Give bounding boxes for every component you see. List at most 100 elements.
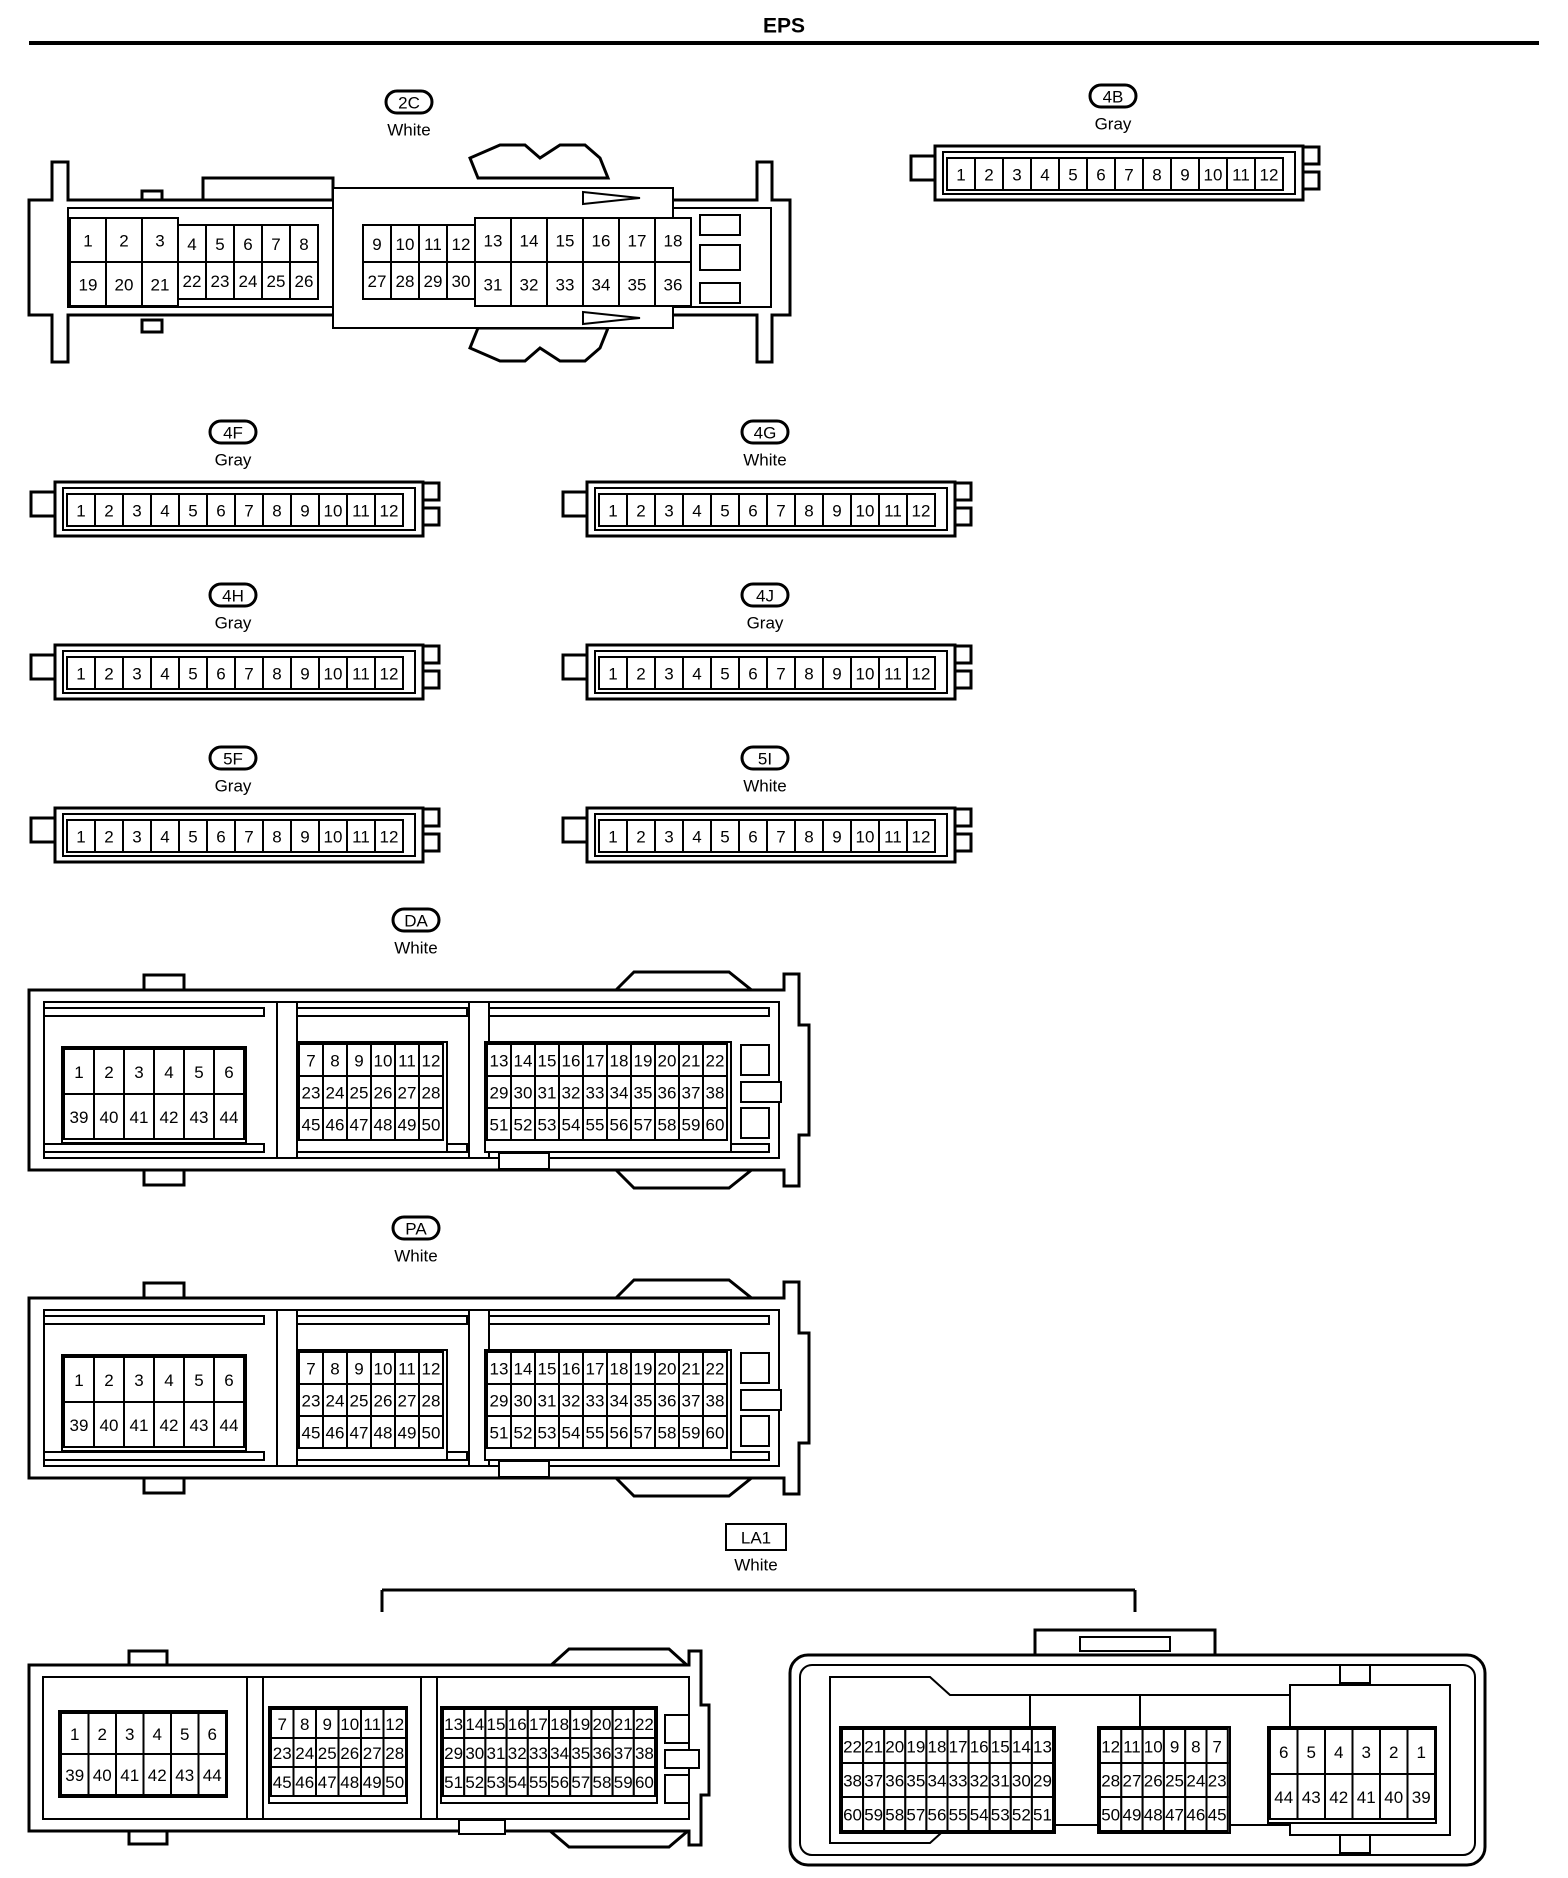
page-title: EPS <box>763 15 805 38</box>
latch <box>29 816 59 844</box>
pin-number: 31 <box>538 1392 557 1411</box>
pin-number: 57 <box>906 1806 925 1825</box>
pin-number: 32 <box>562 1084 581 1103</box>
pin-cell <box>122 819 152 853</box>
pin-cell <box>105 261 143 307</box>
connector-rib <box>488 1007 770 1017</box>
pin-number: 8 <box>272 665 281 684</box>
pin-number: 26 <box>374 1084 393 1103</box>
pin-cell <box>654 493 684 527</box>
pin-number: 26 <box>374 1392 393 1411</box>
connector-rib <box>43 1451 265 1461</box>
pin-number: 60 <box>635 1773 654 1792</box>
pin-cell <box>382 1766 407 1797</box>
pin-number: 14 <box>514 1052 533 1071</box>
pin-number: 25 <box>318 1744 337 1763</box>
pin-number: 13 <box>484 232 503 251</box>
pin-cell <box>582 1107 608 1141</box>
pin-number: 49 <box>398 1424 417 1443</box>
pin-cell <box>69 261 107 307</box>
connector-slot <box>699 214 741 236</box>
pin-cell <box>262 819 292 853</box>
connector-rib <box>296 1315 468 1325</box>
connector-rib <box>1079 1636 1171 1652</box>
pin-number: 47 <box>1165 1806 1184 1825</box>
pin-number: 8 <box>330 1052 339 1071</box>
pin-number: 6 <box>1096 166 1105 185</box>
connector-color: White <box>387 121 430 140</box>
pin-cell <box>906 656 936 690</box>
pin-number: 9 <box>300 502 309 521</box>
pin-number: 22 <box>706 1052 725 1071</box>
pin-number: 9 <box>832 665 841 684</box>
pin-number: 16 <box>562 1360 581 1379</box>
pin-number: 57 <box>571 1773 590 1792</box>
pin-number: 3 <box>125 1725 134 1744</box>
pin-cell <box>1226 157 1256 191</box>
pin-number: 5 <box>720 502 729 521</box>
pin-number: 56 <box>550 1773 569 1792</box>
pin-number: 37 <box>682 1084 701 1103</box>
connector-divider <box>276 1001 298 1159</box>
pin-number: 24 <box>326 1392 345 1411</box>
latch <box>421 644 441 665</box>
pin-number: 58 <box>885 1806 904 1825</box>
pin-number: 27 <box>1122 1772 1141 1791</box>
pin-number: 2 <box>104 665 113 684</box>
pin-cell <box>702 1107 728 1141</box>
pin-number: 49 <box>363 1773 382 1792</box>
pin-cell <box>710 819 740 853</box>
pin-number: 49 <box>1122 1806 1141 1825</box>
pin-cell <box>298 1415 324 1449</box>
pin-number: 6 <box>748 828 757 847</box>
pin-number: 4 <box>153 1725 162 1744</box>
pin-number: 11 <box>1232 166 1250 185</box>
pin-number: 47 <box>350 1424 369 1443</box>
connector-color: White <box>394 1247 437 1266</box>
pin-number: 5 <box>188 665 197 684</box>
connector-rib <box>1339 1834 1371 1854</box>
pin-number: 10 <box>340 1715 359 1734</box>
pin-cell <box>654 1075 680 1109</box>
pin-number: 51 <box>1033 1806 1052 1825</box>
pin-number: 45 <box>273 1773 292 1792</box>
pin-number: 2 <box>984 166 993 185</box>
pin-number: 4 <box>1334 1743 1343 1762</box>
pin-number: 4 <box>164 1371 173 1390</box>
connector-code-box <box>725 1523 787 1551</box>
pin-number: 29 <box>490 1084 509 1103</box>
pin-number: 22 <box>635 1715 654 1734</box>
pin-cell <box>346 819 376 853</box>
pin-number: 11 <box>352 502 370 521</box>
pin-number: 26 <box>340 1744 359 1763</box>
pin-number: 31 <box>991 1772 1010 1791</box>
pin-number: 15 <box>538 1052 557 1071</box>
pin-number: 54 <box>508 1773 527 1792</box>
pin-number: 2 <box>636 502 645 521</box>
pin-number: 2 <box>636 828 645 847</box>
pin-number: 57 <box>634 1116 653 1135</box>
pin-number: 15 <box>556 232 575 251</box>
pin-number: 55 <box>586 1116 605 1135</box>
pin-number: 35 <box>628 276 647 295</box>
pin-cell <box>738 493 768 527</box>
pin-cell <box>1002 157 1032 191</box>
pin-number: 7 <box>278 1715 287 1734</box>
pin-cell <box>322 1107 348 1141</box>
pin-number: 8 <box>1152 166 1161 185</box>
pin-number: 50 <box>422 1424 441 1443</box>
pin-cell <box>322 1415 348 1449</box>
latch <box>29 490 59 518</box>
pin-number: 15 <box>991 1738 1010 1757</box>
pin-cell <box>794 656 824 690</box>
connector-code: 4G <box>754 424 777 443</box>
pin-number: 8 <box>300 1715 309 1734</box>
connector-slot <box>740 1352 770 1384</box>
pin-number: 24 <box>1186 1772 1205 1791</box>
pin-number: 42 <box>1329 1788 1348 1807</box>
pin-number: 54 <box>562 1424 581 1443</box>
pin-number: 31 <box>487 1744 506 1763</box>
pin-number: 59 <box>864 1806 883 1825</box>
pin-cell <box>710 656 740 690</box>
pin-number: 12 <box>380 828 399 847</box>
